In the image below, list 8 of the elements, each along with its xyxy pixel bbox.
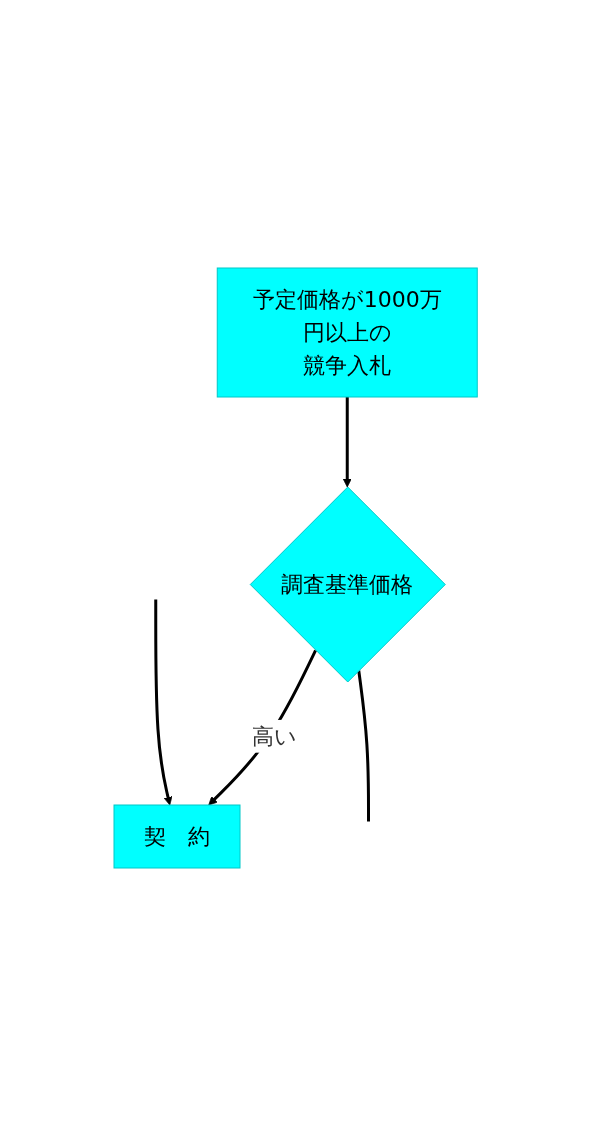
edge-label: 高い (251, 723, 297, 749)
arrow (154, 599, 173, 806)
connector (357, 670, 370, 822)
node-box: 予定価格が1000万円以上の 競争入札 (216, 267, 478, 398)
node-diamond: 調査基準価格 (249, 486, 446, 683)
node-box: 契 約 (113, 804, 241, 869)
arrow (342, 397, 352, 488)
arrow (208, 649, 317, 806)
